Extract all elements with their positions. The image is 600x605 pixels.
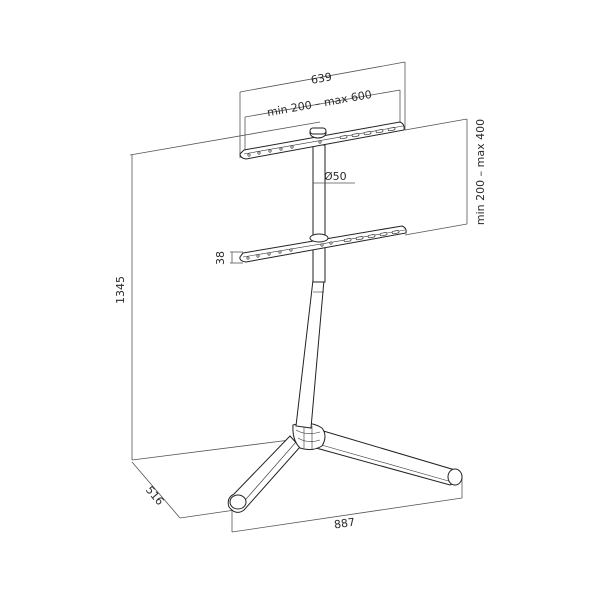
dimension-pole-diameter: Ø50 xyxy=(313,170,355,184)
vesa-vertical-label: min 200 – max 400 xyxy=(474,119,487,225)
base-width-label: 887 xyxy=(333,516,356,532)
dimension-base-depth: 516 xyxy=(131,461,236,519)
dimension-base-width: 887 xyxy=(231,475,463,533)
lower-mounting-bracket xyxy=(239,225,407,263)
upper-mounting-bracket xyxy=(239,121,405,160)
stand-base xyxy=(227,422,463,513)
pole-diameter-label: Ø50 xyxy=(324,170,347,183)
dimension-bracket-height: 38 xyxy=(214,251,243,265)
dimension-bracket-width: 639 xyxy=(239,61,406,158)
stand-column xyxy=(295,144,326,429)
dimension-vesa-vertical: min 200 – max 400 xyxy=(404,118,487,236)
vesa-horizontal-label: min 200 – max 600 xyxy=(266,88,373,119)
lower-bracket-holes xyxy=(246,230,400,260)
bracket-height-label: 38 xyxy=(214,251,227,265)
total-height-label: 1345 xyxy=(114,276,127,304)
upper-bracket-holes xyxy=(247,127,396,157)
dimension-total-height: 1345 xyxy=(114,121,321,461)
bracket-width-label: 639 xyxy=(310,70,333,86)
base-depth-label: 516 xyxy=(143,484,166,508)
